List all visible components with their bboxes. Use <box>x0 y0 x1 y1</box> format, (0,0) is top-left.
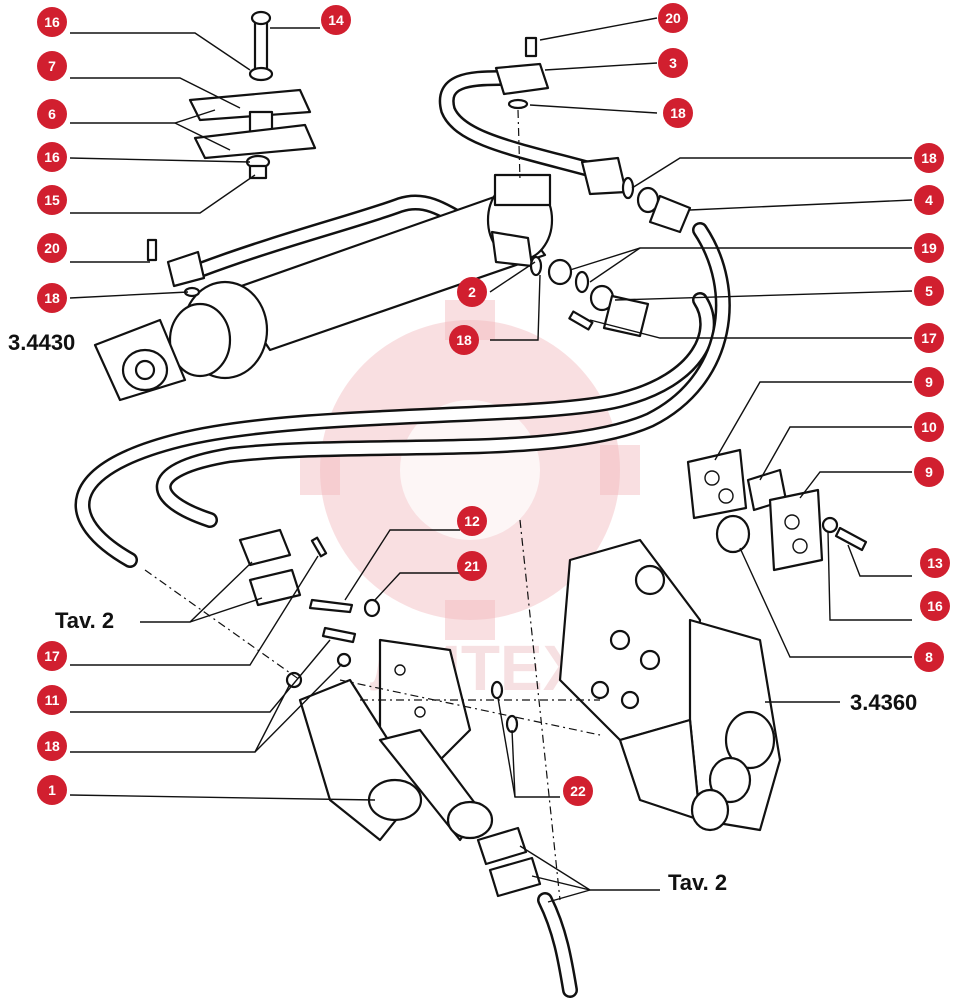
callout-10: 10 <box>914 412 944 442</box>
callout-9-b: 9 <box>914 457 944 487</box>
svg-text:19: 19 <box>921 240 937 256</box>
callout-20-b: 20 <box>658 3 688 33</box>
svg-text:1: 1 <box>48 782 56 798</box>
callout-3: 3 <box>658 48 688 78</box>
callout-21: 21 <box>457 551 487 581</box>
svg-text:18: 18 <box>670 105 686 121</box>
callout-4: 4 <box>914 185 944 215</box>
callout-1: 1 <box>37 775 67 805</box>
callout-18-a: 18 <box>37 283 67 313</box>
callout-18-d: 18 <box>449 325 479 355</box>
callout-16-a: 16 <box>37 7 67 37</box>
svg-text:3: 3 <box>669 55 677 71</box>
callout-2: 2 <box>457 277 487 307</box>
callout-18-e: 18 <box>37 731 67 761</box>
tav-2-label-bottom: Tav. 2 <box>668 870 727 895</box>
svg-text:10: 10 <box>921 419 937 435</box>
callout-15: 15 <box>37 185 67 215</box>
callout-20-a: 20 <box>37 233 67 263</box>
svg-text:7: 7 <box>48 58 56 74</box>
callout-16-c: 16 <box>920 591 950 621</box>
svg-text:12: 12 <box>464 513 480 529</box>
svg-text:16: 16 <box>927 598 943 614</box>
svg-text:20: 20 <box>665 10 681 26</box>
callout-18-b: 18 <box>663 98 693 128</box>
callout-13: 13 <box>920 548 950 578</box>
cylinder-reference-label: 3.4430 <box>8 330 75 355</box>
hydraulic-cylinder <box>93 173 554 402</box>
svg-text:6: 6 <box>48 106 56 122</box>
valve-reference-label: 3.4360 <box>850 690 917 715</box>
callout-19: 19 <box>914 233 944 263</box>
svg-text:8: 8 <box>925 649 933 665</box>
svg-text:11: 11 <box>45 692 60 708</box>
svg-text:21: 21 <box>464 558 480 574</box>
callout-5: 5 <box>914 276 944 306</box>
svg-text:20: 20 <box>44 240 60 256</box>
svg-text:9: 9 <box>925 374 933 390</box>
callout-22: 22 <box>563 776 593 806</box>
svg-text:18: 18 <box>44 290 60 306</box>
svg-text:16: 16 <box>44 14 60 30</box>
fittings-cylinder <box>146 230 543 298</box>
svg-text:18: 18 <box>921 150 937 166</box>
svg-text:17: 17 <box>44 648 60 664</box>
split-clamps-bottom <box>476 826 542 898</box>
callout-18-c: 18 <box>914 143 944 173</box>
svg-text:17: 17 <box>921 330 937 346</box>
clamp-set-right <box>686 448 868 572</box>
assembly-axis-lines <box>144 109 601 901</box>
callout-17-b: 17 <box>37 641 67 671</box>
watermark-gear-logo: ЛИТЕХ <box>300 300 640 704</box>
callout-9-a: 9 <box>914 367 944 397</box>
clamp-assembly-top <box>188 10 317 180</box>
svg-text:13: 13 <box>927 555 943 571</box>
control-valve-block <box>558 538 782 832</box>
svg-text:5: 5 <box>925 283 933 299</box>
callout-7: 7 <box>37 51 67 81</box>
callout-8: 8 <box>914 642 944 672</box>
svg-text:2: 2 <box>468 284 476 300</box>
callout-14: 14 <box>321 5 351 35</box>
svg-text:14: 14 <box>328 12 344 28</box>
svg-text:16: 16 <box>44 149 60 165</box>
split-clamps-left <box>238 528 302 607</box>
svg-text:22: 22 <box>570 783 586 799</box>
svg-text:9: 9 <box>925 464 933 480</box>
svg-text:18: 18 <box>456 332 472 348</box>
callout-11: 11 <box>37 685 67 715</box>
callout-12: 12 <box>457 506 487 536</box>
callout-17-a: 17 <box>914 323 944 353</box>
tav-2-label-left: Tav. 2 <box>55 608 114 633</box>
mounting-assembly <box>285 536 519 842</box>
callout-16-b: 16 <box>37 142 67 172</box>
svg-text:4: 4 <box>925 192 933 208</box>
leader-lines <box>69 17 913 903</box>
callout-6: 6 <box>37 99 67 129</box>
svg-text:18: 18 <box>44 738 60 754</box>
svg-text:15: 15 <box>44 192 60 208</box>
